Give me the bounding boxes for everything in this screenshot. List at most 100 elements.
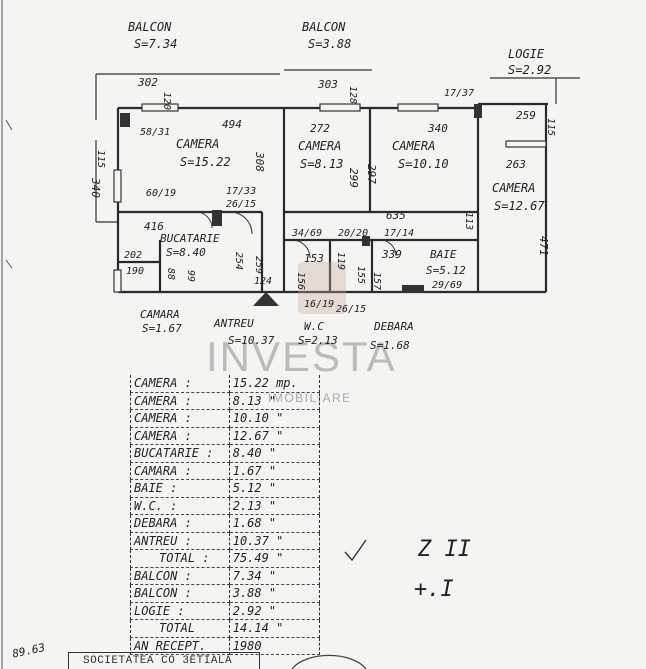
room-name: CAMERA: [298, 139, 341, 153]
window-marks: [113, 103, 547, 293]
table-row: W.C. :2.13 ": [130, 497, 321, 515]
area-value: 8.13 ": [228, 392, 321, 410]
balcony-mid-area: S=3.88: [308, 37, 351, 51]
watermark-logo: [298, 262, 346, 314]
table-row: CAMERA :8.13 ": [130, 392, 321, 410]
fixtures: [120, 104, 482, 306]
area-value: 8.40 ": [228, 444, 321, 463]
dimension-label: 34/69: [291, 228, 322, 239]
dimension-label: 17/33: [226, 186, 256, 197]
area-label: CAMERA :: [130, 392, 230, 410]
room-area: S=12.67: [494, 199, 545, 213]
dimension-label: 156: [295, 272, 306, 290]
dimension-label: 29/69: [432, 280, 462, 291]
room-name: ANTREU: [213, 317, 254, 330]
area-value: 3.88 ": [228, 584, 321, 603]
room-name: CAMERA: [492, 181, 535, 195]
area-label: ANTREU :: [130, 532, 230, 550]
area-label: BAIE :: [130, 479, 230, 498]
table-row: CAMERA :10.10 ": [130, 409, 321, 428]
dimension-labels: 302 120 303 128 17/37 259 115 494 58/31 …: [89, 76, 556, 315]
dimension-label: 190: [126, 266, 144, 277]
dimension-label: 58/31: [140, 127, 170, 138]
area-label: BALCON :: [130, 584, 230, 603]
dimension-label: 155: [355, 266, 366, 284]
area-label: BUCATARIE :: [130, 444, 230, 463]
dimension-label: 17/37: [444, 88, 474, 99]
handwritten-note-line2: +.I: [414, 577, 454, 602]
dimension-label: 339: [381, 248, 402, 261]
balcony-left-title: BALCON: [128, 20, 172, 34]
dimension-label: 202: [124, 250, 142, 261]
dimension-label: 259: [516, 109, 536, 122]
area-label: TOTAL: [130, 619, 230, 638]
area-summary-rows: CAMERA :15.22 mp.CAMERA :8.13 "CAMERA :1…: [130, 375, 321, 655]
area-label: DEBARA :: [130, 514, 230, 533]
room-area: S=5.12: [426, 264, 466, 277]
logie-area: S=2.92: [508, 63, 551, 77]
round-stamp-fragment: [291, 654, 367, 669]
area-label: AN RECEPT.: [130, 637, 230, 655]
dimension-label: 153: [304, 252, 324, 265]
balcony-mid-title: BALCON: [302, 20, 346, 34]
room-area: S=1.67: [142, 322, 182, 335]
area-value: 14.14 ": [228, 619, 321, 638]
handwritten-note-line1: Z II: [417, 537, 471, 562]
dimension-label: 299: [347, 168, 360, 188]
area-value: 10.37 ": [228, 532, 321, 550]
watermark-brand: INVESTA: [206, 333, 397, 380]
dimension-label: 17/14: [384, 228, 414, 239]
table-row: AN RECEPT.1980: [130, 637, 321, 655]
dimension-label: 340: [427, 122, 448, 135]
room-area: S=8.13: [300, 157, 343, 171]
balcony-left-area: S=7.34: [134, 37, 177, 51]
table-row: ANTREU :10.37 ": [130, 532, 321, 550]
area-label: W.C. :: [130, 497, 230, 515]
area-summary-table: CAMERA :15.22 mp.CAMERA :8.13 "CAMERA :1…: [130, 375, 321, 655]
dimension-label: 119: [335, 252, 346, 270]
table-row: BALCON :7.34 ": [130, 567, 321, 585]
logie-title: LOGIE: [508, 47, 545, 61]
table-row: BUCATARIE :8.40 ": [130, 444, 321, 463]
dimension-label: 60/19: [146, 188, 176, 199]
dimension-label: 157: [371, 272, 382, 290]
binding-edge: [1, 0, 13, 669]
area-label: BALCON :: [130, 567, 230, 585]
area-value: 5.12 ": [228, 479, 321, 498]
dimension-label: 120: [161, 92, 172, 110]
dimension-label: 259: [253, 256, 264, 274]
dimension-label: 88: [165, 268, 176, 280]
table-row: CAMARA :1.67 ": [130, 462, 321, 480]
table-row: CAMERA :12.67 ": [130, 427, 321, 445]
area-label: LOGIE :: [130, 602, 230, 620]
table-row: BALCON :3.88 ": [130, 584, 321, 603]
area-label: CAMERA :: [130, 409, 230, 428]
area-value: 10.10 ": [228, 409, 321, 428]
company-stamp: SOCIETATEA CO 3ETIALA: [68, 652, 260, 669]
room-name: BAIE: [430, 248, 457, 261]
area-label: CAMARA :: [130, 462, 230, 480]
dimension-label: 297: [365, 164, 378, 184]
dimension-label: 115: [95, 150, 106, 168]
room-name: BUCATARIE: [160, 232, 220, 245]
margin-note: 89.63: [11, 641, 46, 661]
balcony-labels: BALCON S=7.34 BALCON S=3.88 LOGIE S=2.92: [128, 20, 551, 77]
area-value: 7.34 ": [228, 567, 321, 585]
dimension-label: 416: [144, 220, 164, 233]
area-value: 12.67 ": [228, 427, 321, 445]
check-mark-icon: [344, 539, 367, 562]
dimension-label: 26/15: [336, 304, 366, 315]
table-row: CAMERA :15.22 mp.: [130, 375, 321, 393]
area-label: CAMERA :: [130, 375, 230, 393]
room-name: DEBARA: [373, 320, 414, 333]
dimension-label: 635: [386, 209, 406, 222]
dimension-label: 26/15: [226, 199, 256, 210]
room-name: CAMERA: [176, 137, 219, 151]
dimension-label: 303: [317, 78, 338, 91]
room-area: S=10.37: [228, 334, 275, 347]
dimension-label: 115: [545, 118, 556, 136]
dimension-label: 99: [185, 270, 196, 282]
dimension-label: 471: [537, 236, 550, 256]
room-area: S=8.40: [166, 246, 206, 259]
room-labels: CAMERA S=15.22 CAMERA S=8.13 CAMERA S=10…: [140, 137, 545, 352]
